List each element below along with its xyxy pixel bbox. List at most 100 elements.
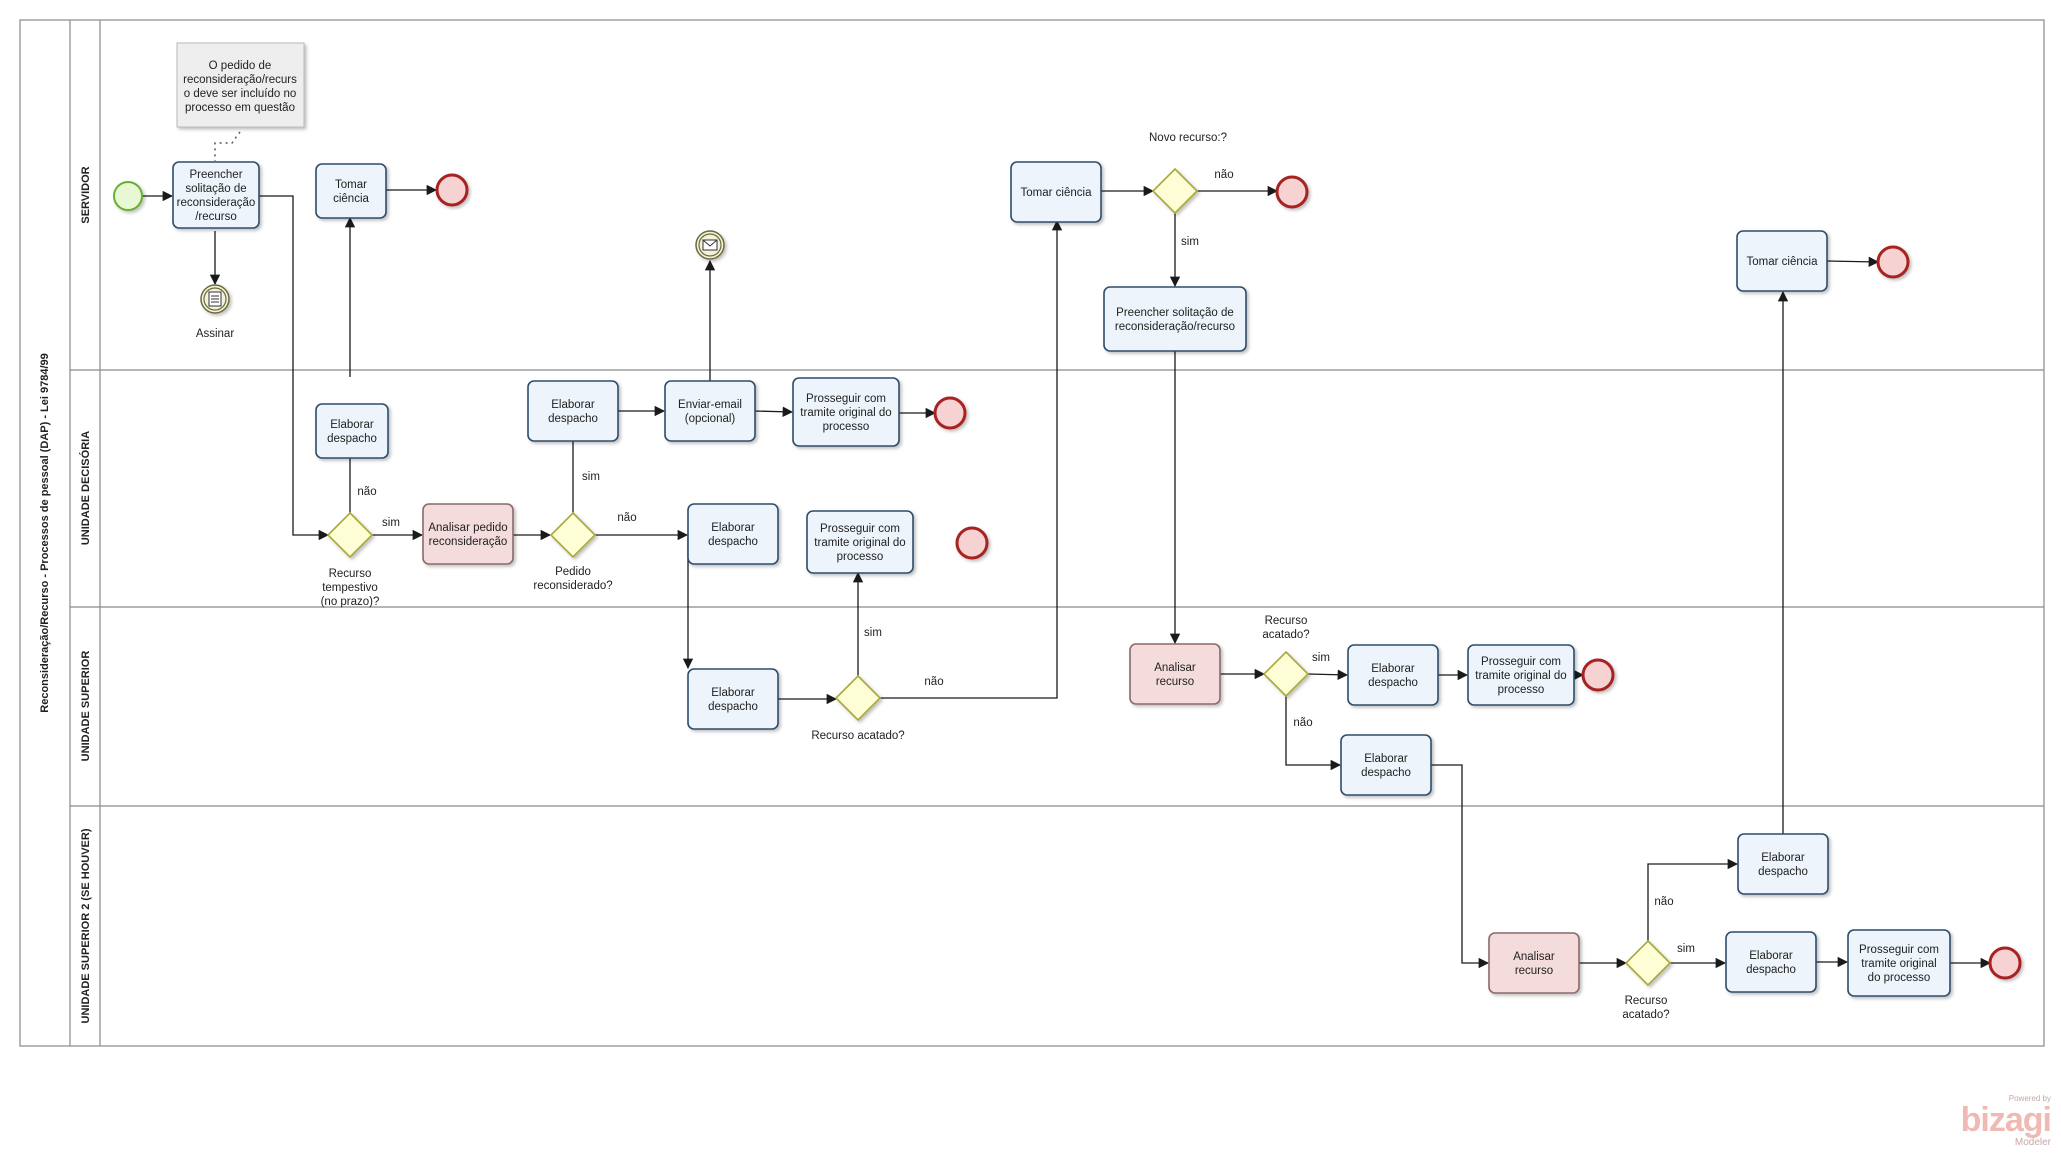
task-label: despacho: [1361, 767, 1411, 779]
sequence-flow[interactable]: [1647, 858, 1739, 941]
gateway-label: acatado?: [1262, 629, 1309, 641]
task-label: reconsideração: [177, 197, 256, 209]
task-t5[interactable]: Tomar ciência: [1736, 230, 1828, 292]
event-e5-end-event[interactable]: [1876, 245, 1910, 279]
task-label: recurso: [1515, 965, 1553, 977]
flow-label-sim: sim: [1312, 652, 1330, 664]
event-start-start-event[interactable]: [113, 181, 143, 211]
bizagi-logo: Powered by bizagi Modeler: [1960, 1094, 2052, 1148]
task-label: processo: [823, 421, 870, 433]
task-label: tramite original do: [814, 537, 905, 549]
logo-brand-text: bizagi: [1960, 1101, 2052, 1139]
gateway-g1[interactable]: Recurso tempestivo (no prazo)?: [321, 511, 380, 608]
task-t4[interactable]: Preencher solitação dereconsideração/rec…: [1103, 286, 1247, 352]
sequence-flow[interactable]: [1307, 669, 1349, 680]
gateway-g3[interactable]: Recurso acatado?: [811, 674, 905, 742]
task-t3[interactable]: Tomar ciência: [1010, 161, 1102, 223]
sequence-flow[interactable]: [754, 406, 794, 417]
task-label: Tomar ciência: [1021, 187, 1093, 199]
task-label: solitação de: [185, 183, 246, 195]
task-label: ciência: [333, 193, 369, 205]
task-label: Elaborar: [711, 522, 755, 534]
event-email-intermediate-event[interactable]: [695, 230, 725, 260]
document-icon: [208, 291, 222, 307]
task-label: Elaborar: [1371, 663, 1415, 675]
task-label: Elaborar: [1761, 852, 1805, 864]
gateway-label: Novo recurso:?: [1149, 132, 1227, 144]
gateway-label: Pedido: [555, 566, 591, 578]
task-label: despacho: [1758, 866, 1808, 878]
flow-label-sim: sim: [864, 627, 882, 639]
annotation-text: reconsideração/recurs: [183, 74, 297, 86]
task-label: processo: [837, 551, 884, 563]
event-assinar-intermediate-event[interactable]: Assinar: [196, 284, 235, 340]
event-e3-end-event[interactable]: [955, 526, 989, 560]
annotation-text: O pedido de: [209, 60, 272, 72]
task-label: tramite original do: [1475, 670, 1566, 682]
task-label: Elaborar: [711, 687, 755, 699]
sequence-flow[interactable]: [259, 195, 330, 541]
flow-label-nao: não: [617, 512, 636, 524]
task-label: Analisar: [1513, 951, 1555, 963]
task-label: do processo: [1868, 972, 1931, 984]
task-label: Elaborar: [1749, 950, 1793, 962]
gateway-label: Recurso: [329, 568, 372, 580]
task-t9[interactable]: Enviar-email(opcional): [664, 380, 756, 442]
lane-title-servidor: SERVIDOR: [80, 166, 92, 223]
sequence-flow[interactable]: [1285, 696, 1342, 771]
sequence-flow[interactable]: [1826, 256, 1880, 268]
flow-label-nao: não: [1654, 896, 1673, 908]
gateway-label: (no prazo)?: [321, 596, 380, 608]
task-t19[interactable]: Analisar recurso: [1488, 932, 1580, 994]
flow-label-sim: sim: [1181, 236, 1199, 248]
sequence-flow[interactable]: [1431, 764, 1490, 969]
flow-label-nao: não: [1214, 169, 1233, 181]
task-label: Elaborar: [551, 399, 595, 411]
event-e4-end-event[interactable]: [1275, 175, 1309, 209]
sequence-flow[interactable]: [880, 219, 1063, 699]
gateway-label: acatado?: [1622, 1009, 1669, 1021]
logo-powered-text: Powered by: [2008, 1094, 2051, 1103]
event-e7-end-event[interactable]: [1988, 946, 2022, 980]
task-label: Tomar ciência: [1747, 256, 1819, 268]
task-label: despacho: [1746, 964, 1796, 976]
task-label: Analisar pedido: [428, 522, 507, 534]
gateway-label: tempestivo: [322, 582, 378, 594]
flow-label-sim: sim: [382, 517, 400, 529]
task-label: Prosseguir com: [806, 393, 886, 405]
task-label: Prosseguir com: [1859, 944, 1939, 956]
flow-label-nao: não: [357, 486, 376, 498]
task-t20[interactable]: Elaborar despacho: [1725, 931, 1817, 993]
gateway-g4[interactable]: Novo recurso:?: [1149, 132, 1227, 215]
task-label: Elaborar: [1364, 753, 1408, 765]
event-e2-end-event[interactable]: [933, 396, 967, 430]
task-t18[interactable]: Elaborar despacho: [1737, 833, 1829, 895]
lane-title-superior2: UNIDADE SUPERIOR 2 (SE HOUVER): [80, 828, 92, 1023]
event-label: Assinar: [196, 328, 235, 340]
flow-label-nao: não: [1293, 717, 1312, 729]
event-e1-end-event[interactable]: [435, 173, 469, 207]
event-e6-end-event[interactable]: [1581, 658, 1615, 692]
pool-title: Reconsideração/Recurso - Processos de pe…: [39, 353, 51, 712]
task-label: processo: [1498, 684, 1545, 696]
annotation-association: [214, 131, 241, 161]
task-t17[interactable]: Elaborar despacho: [1340, 734, 1432, 796]
